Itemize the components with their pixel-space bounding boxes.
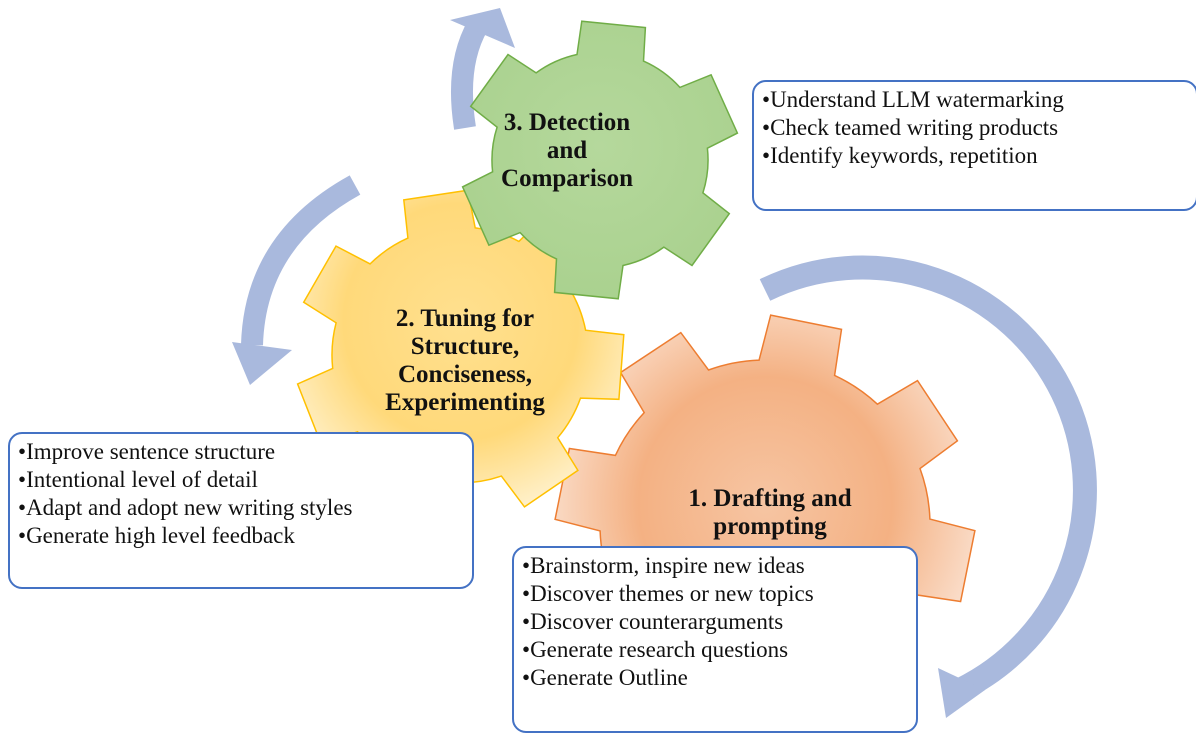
list-item: Intentional level of detail	[18, 466, 464, 494]
detection-gear	[461, 20, 739, 300]
list-item: Discover counterarguments	[522, 608, 908, 636]
cycle-arrow-to-detection	[450, 8, 515, 130]
detection-stage-title: 3. Detection and Comparison	[501, 109, 633, 192]
cycle-arrow-to-tuning	[232, 175, 361, 385]
tuning-bullet-box: Improve sentence structure Intentional l…	[8, 432, 474, 589]
list-item: Adapt and adopt new writing styles	[18, 494, 464, 522]
list-item: Understand LLM watermarking	[762, 86, 1188, 114]
list-item: Brainstorm, inspire new ideas	[522, 552, 908, 580]
list-item: Identify keywords, repetition	[762, 142, 1188, 170]
list-item: Generate research questions	[522, 636, 908, 664]
drafting-bullet-box: Brainstorm, inspire new ideas Discover t…	[512, 546, 918, 733]
tuning-stage-title: 2. Tuning for Structure, Conciseness, Ex…	[385, 305, 545, 416]
list-item: Improve sentence structure	[18, 438, 464, 466]
detection-gear-shape	[461, 20, 739, 300]
cycle-arrow-to-drafting	[759, 255, 1097, 718]
list-item: Check teamed writing products	[762, 114, 1188, 142]
list-item: Discover themes or new topics	[522, 580, 908, 608]
list-item: Generate high level feedback	[18, 522, 464, 550]
list-item: Generate Outline	[522, 664, 908, 692]
drafting-stage-title: 1. Drafting and prompting	[688, 485, 852, 540]
detection-bullet-box: Understand LLM watermarking Check teamed…	[752, 80, 1196, 211]
